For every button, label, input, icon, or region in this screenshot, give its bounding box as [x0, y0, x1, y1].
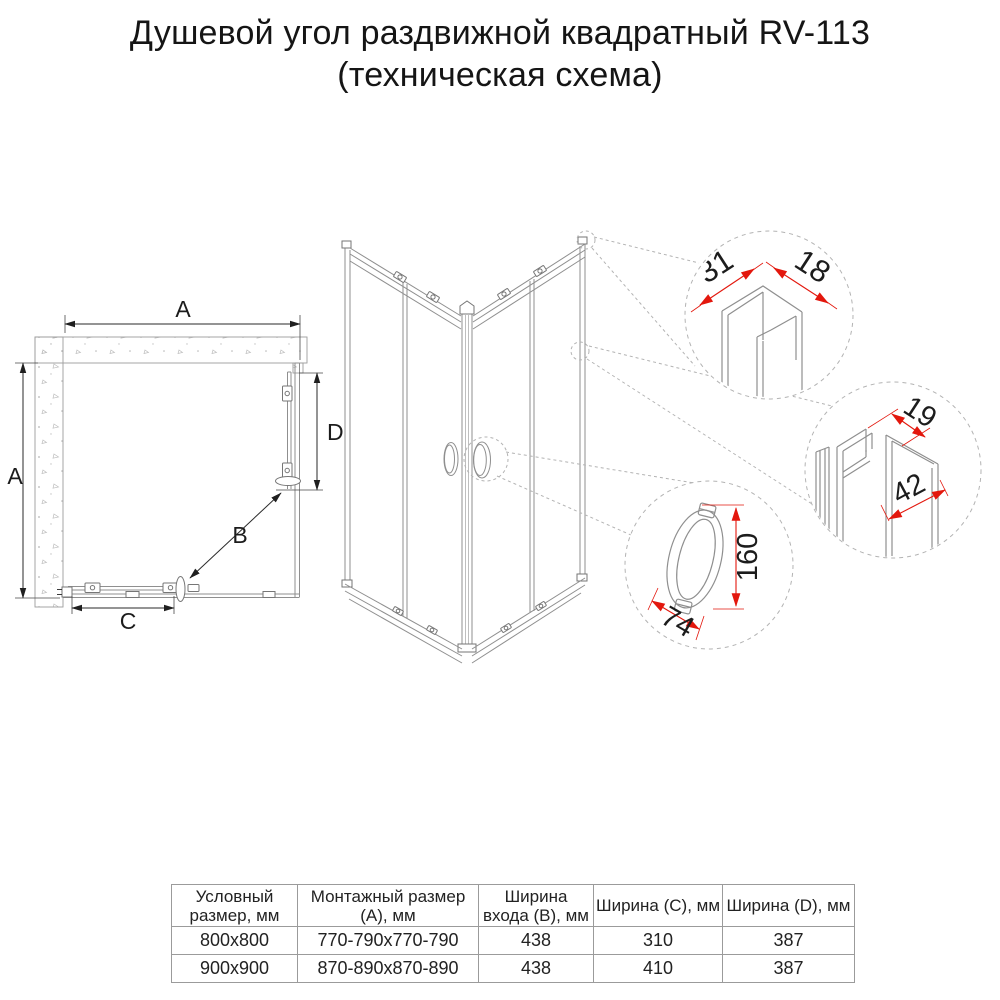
- plan-glass-panels: [63, 362, 300, 598]
- page-title: Душевой угол раздвижной квадратный RV-11…: [129, 14, 871, 52]
- cell-width-c: 410: [593, 954, 723, 983]
- detail-handle: 160 74: [624, 480, 794, 650]
- col-header-nominal-size: Условный размер, мм: [171, 884, 298, 927]
- cell-entry-width: 438: [478, 926, 594, 955]
- dim-160-label: 160: [732, 533, 764, 581]
- iso-door-handles: [443, 441, 491, 479]
- cell-mounting-size: 770-790х770-790: [297, 926, 479, 955]
- cell-mounting-size: 870-890х870-890: [297, 954, 479, 983]
- col-header-entry-width: Ширина входа (В), мм: [478, 884, 594, 927]
- plan-hardware: [57, 385, 301, 602]
- cell-width-d: 387: [722, 926, 855, 955]
- plan-handle-bottom: [175, 576, 186, 602]
- page-subtitle: (техническая схема): [337, 56, 663, 94]
- plan-view: A А D C B: [7, 296, 343, 634]
- plan-dim-d-label: D: [327, 419, 344, 445]
- cell-width-c: 310: [593, 926, 723, 955]
- plan-wall-top: [34, 336, 308, 364]
- plan-handle-right: [275, 476, 301, 486]
- col-header-width-c: Ширина (С), мм: [593, 884, 723, 927]
- plan-dim-a-top-label: A: [175, 296, 191, 322]
- plan-wall-left: [34, 336, 64, 608]
- col-header-mounting-size: Монтажный размер (А), мм: [297, 884, 479, 927]
- plan-dim-a-left-label: А: [7, 463, 23, 489]
- cell-nominal-size: 900х900: [171, 954, 298, 983]
- detail-callout-circles: [463, 230, 596, 482]
- size-table: Условный размер, мм Монтажный размер (А)…: [171, 884, 855, 983]
- detail-wall-profile: 19 42: [804, 381, 982, 559]
- plan-dimensions: A А D C B: [7, 296, 343, 634]
- table-row: 900х900 870-890х870-890 438 410 387: [171, 954, 855, 983]
- size-table-header-row: Условный размер, мм Монтажный размер (А)…: [171, 884, 855, 927]
- col-header-width-d: Ширина (D), мм: [722, 884, 855, 927]
- title-block: Душевой угол раздвижной квадратный RV-11…: [0, 12, 1000, 96]
- iso-rollers: [392, 265, 547, 635]
- cell-width-d: 387: [722, 954, 855, 983]
- detail-corner-profile: 31 18: [684, 230, 854, 400]
- cell-entry-width: 438: [478, 954, 594, 983]
- plan-dim-c-label: C: [120, 608, 137, 634]
- cell-nominal-size: 800х800: [171, 926, 298, 955]
- table-row: 800х800 770-790х770-790 438 310 387: [171, 926, 855, 955]
- plan-dim-b-label: B: [232, 522, 247, 548]
